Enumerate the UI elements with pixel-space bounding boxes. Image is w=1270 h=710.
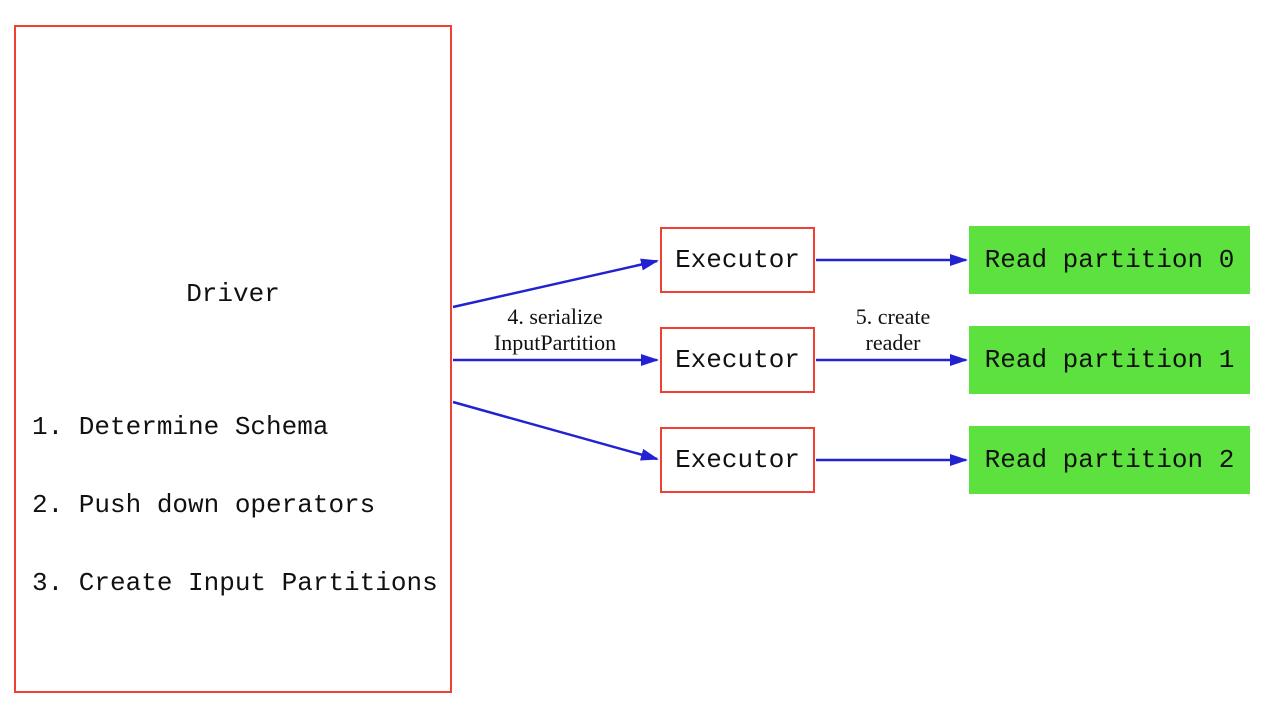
executor-2-label: Executor [675, 345, 800, 375]
executor-3-label: Executor [675, 445, 800, 475]
read-partition-2-label: Read partition 2 [984, 445, 1235, 475]
driver-step-1: 1. Determine Schema [32, 412, 329, 442]
read-partition-0-box: Read partition 0 [969, 226, 1250, 294]
executor-box-2: Executor [660, 327, 815, 393]
read-partition-1-label: Read partition 1 [984, 345, 1235, 375]
read-partition-2-box: Read partition 2 [969, 426, 1250, 494]
driver-step-2: 2. Push down operators [32, 490, 376, 520]
driver-title: Driver [186, 279, 280, 309]
driver-step-3: 3. Create Input Partitions [32, 568, 438, 598]
driver-box: Driver 1. Determine Schema 2. Push down … [14, 25, 452, 693]
read-partition-0-label: Read partition 0 [984, 245, 1235, 275]
arrow-driver-to-executor-3 [452, 400, 659, 461]
edge-label-create-reader: 5. create reader [855, 304, 931, 355]
driver-steps-list: 1. Determine Schema 2. Push down operato… [32, 362, 438, 648]
executor-box-1: Executor [660, 227, 815, 293]
arrow-driver-to-executor-1 [452, 258, 659, 309]
edge-label-serialize-inputpartition: 4. serialize InputPartition [493, 304, 617, 355]
executor-box-3: Executor [660, 427, 815, 493]
executor-1-label: Executor [675, 245, 800, 275]
read-partition-1-box: Read partition 1 [969, 326, 1250, 394]
